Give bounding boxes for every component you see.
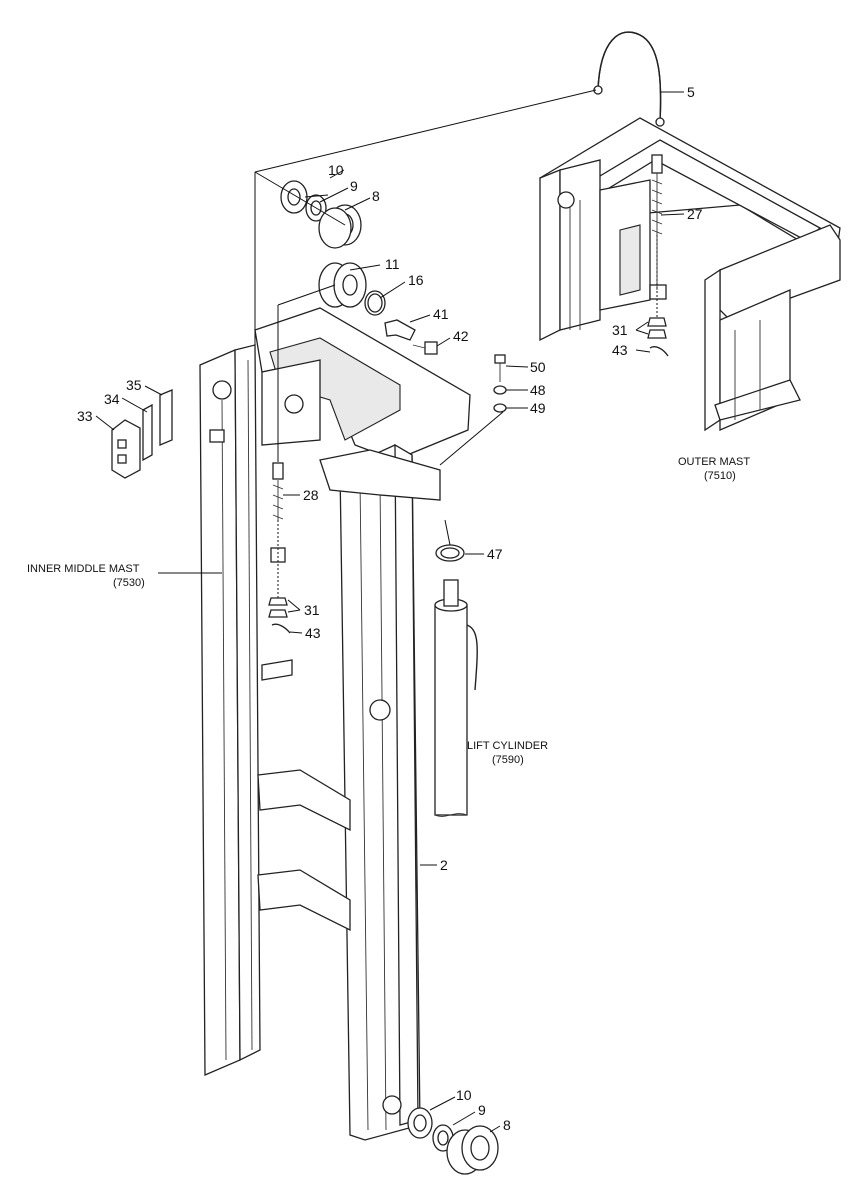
shim-34 xyxy=(142,403,153,462)
callout-10-top: 10 xyxy=(328,162,344,178)
lift-chain xyxy=(593,31,665,127)
callout-8-bottom: 8 xyxy=(503,1117,511,1133)
bracket-41 xyxy=(384,319,416,341)
callout-49: 49 xyxy=(530,400,546,416)
callout-34: 34 xyxy=(104,391,120,407)
label-outer-mast: OUTER MAST xyxy=(678,456,750,468)
callout-11: 11 xyxy=(385,256,400,272)
callout-48: 48 xyxy=(530,382,546,398)
callout-50: 50 xyxy=(530,359,546,375)
leader-lines xyxy=(95,89,685,1133)
label-lift-cylinder-code: (7590) xyxy=(492,754,524,766)
label-outer-mast-code: (7510) xyxy=(704,470,736,482)
callout-27: 27 xyxy=(687,206,703,222)
callout-9-top: 9 xyxy=(350,178,358,194)
chain-anchor-bolt-right xyxy=(647,154,669,357)
callout-43-left: 43 xyxy=(305,625,321,641)
callout-2: 2 xyxy=(440,857,448,873)
bolt-42 xyxy=(424,341,438,355)
chain-anchor-bolt-left xyxy=(268,462,291,634)
callout-16: 16 xyxy=(408,272,424,288)
callout-8-top: 8 xyxy=(372,188,380,204)
callout-47: 47 xyxy=(487,546,503,562)
shim-35 xyxy=(159,389,173,446)
callout-35: 35 xyxy=(126,377,142,393)
plate-33 xyxy=(111,419,141,479)
washer-49 xyxy=(493,403,507,413)
callout-31-left: 31 xyxy=(304,602,320,618)
outer-mast xyxy=(539,117,841,432)
callout-9-bottom: 9 xyxy=(478,1102,486,1118)
label-inner-middle-mast: INNER MIDDLE MAST xyxy=(27,563,140,575)
lift-cylinder xyxy=(434,579,478,817)
label-inner-middle-mast-code: (7530) xyxy=(113,577,145,589)
callout-42: 42 xyxy=(453,328,469,344)
bolt-50 xyxy=(494,354,506,364)
inner-middle-mast xyxy=(199,307,471,1141)
callout-33: 33 xyxy=(77,408,93,424)
callout-5: 5 xyxy=(687,84,695,100)
washer-48 xyxy=(493,385,507,395)
label-lift-cylinder: LIFT CYLINDER xyxy=(467,740,548,752)
callout-10-bottom: 10 xyxy=(456,1087,472,1103)
callout-41: 41 xyxy=(433,306,449,322)
callout-28: 28 xyxy=(303,487,319,503)
callout-31-right: 31 xyxy=(612,322,628,338)
callout-43-right: 43 xyxy=(612,342,628,358)
